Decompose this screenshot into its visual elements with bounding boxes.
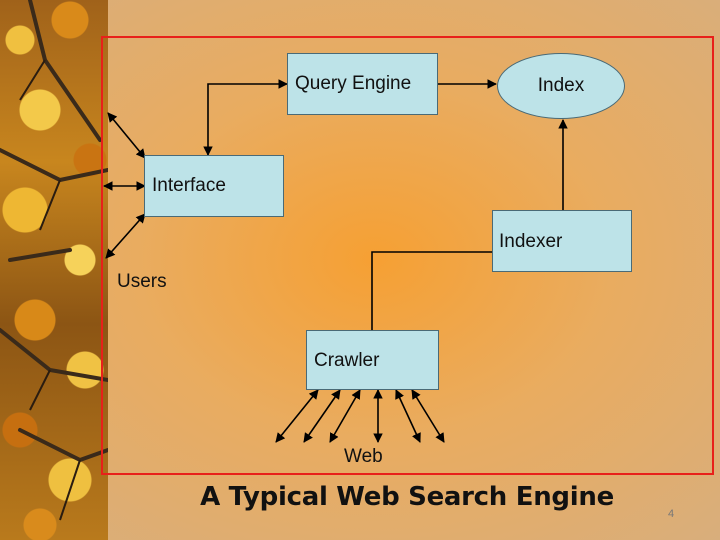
diagram-frame	[101, 36, 714, 475]
interface-node: Interface	[144, 155, 284, 217]
crawler-label: Crawler	[314, 350, 380, 371]
users-label: Users	[117, 271, 167, 292]
edge-crawler-web-6	[411, 389, 445, 443]
query-engine-node: Query Engine	[287, 53, 438, 115]
query-engine-label: Query Engine	[295, 73, 412, 94]
interface-label: Interface	[152, 175, 226, 196]
edge-interface-users-lower	[105, 213, 146, 259]
indexer-node: Indexer	[492, 210, 632, 272]
edge-interface-users-upper	[107, 112, 146, 159]
slide-title: A Typical Web Search Engine	[200, 482, 614, 512]
edge-crawler-web-1	[275, 389, 319, 443]
crawler-node: Crawler	[306, 330, 439, 390]
indexer-label: Indexer	[499, 231, 563, 252]
edge-crawler-web-3	[329, 389, 361, 443]
autumn-leaves-image	[0, 0, 108, 540]
page-number: 4	[668, 508, 675, 520]
edge-query-engine-interface	[203, 79, 288, 156]
edge-crawler-indexer	[371, 251, 492, 330]
web-label: Web	[344, 446, 383, 467]
index-label: Index	[537, 75, 585, 96]
tree-branches-icon	[0, 0, 108, 521]
index-node: Index	[497, 53, 625, 119]
